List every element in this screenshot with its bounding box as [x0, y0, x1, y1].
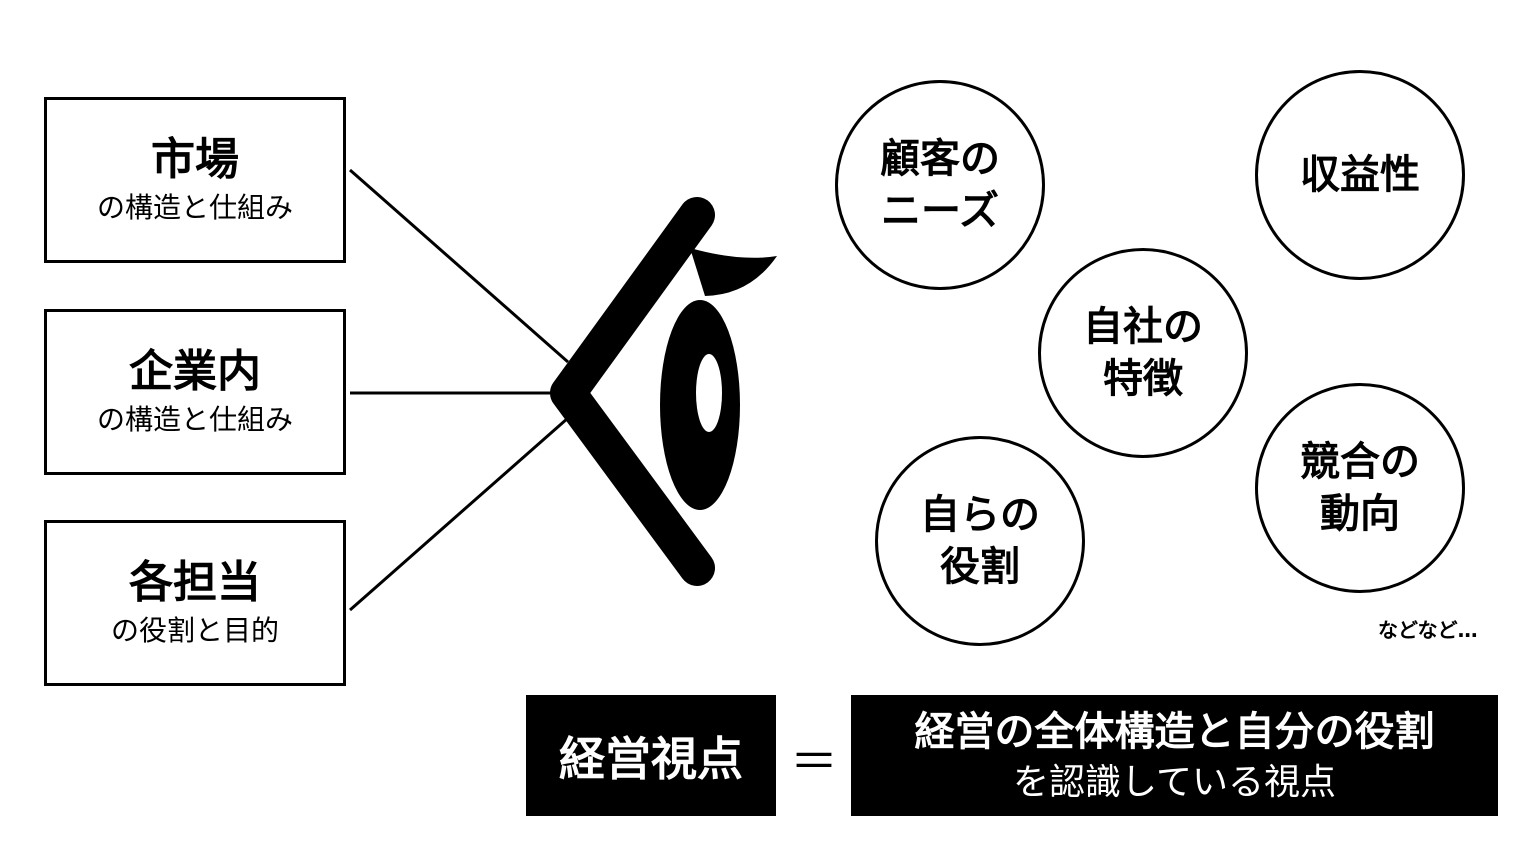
box-market: 市場 の構造と仕組み — [44, 97, 346, 263]
equals-sign: ＝ — [790, 734, 839, 790]
circle-text: ニーズ — [881, 188, 999, 234]
circle-text: 特徴 — [1103, 356, 1183, 402]
circle-text: 自社の — [1083, 304, 1203, 350]
connector-line-roles — [349, 416, 569, 612]
box-roles: 各担当 の役割と目的 — [44, 520, 346, 686]
box-subtitle: の構造と仕組み — [96, 191, 293, 224]
circle-competitor-trends: 競合の 動向 — [1255, 383, 1465, 593]
connector-line-market — [349, 168, 569, 364]
box-subtitle: の役割と目的 — [110, 614, 279, 647]
circle-text: 自らの — [920, 492, 1040, 538]
definition-line-1: 経営の全体構造と自分の役割 — [914, 708, 1435, 755]
circle-text: 収益性 — [1300, 152, 1420, 198]
box-company: 企業内 の構造と仕組み — [44, 309, 346, 475]
circle-text: 動向 — [1320, 491, 1400, 537]
management-perspective-label: 経営視点 — [526, 695, 776, 816]
circle-own-role: 自らの 役割 — [875, 436, 1085, 646]
box-title: 各担当 — [129, 557, 261, 608]
box-subtitle: の構造と仕組み — [96, 403, 293, 436]
circle-text: 競合の — [1300, 439, 1420, 485]
circle-text: 役割 — [940, 544, 1020, 590]
circle-customer-needs: 顧客の ニーズ — [835, 80, 1045, 290]
eye-icon — [550, 197, 777, 586]
definition-line-2: を認識している視点 — [1013, 761, 1336, 803]
circle-text: 顧客の — [880, 136, 1000, 182]
box-title: 市場 — [151, 134, 239, 185]
circle-company-features: 自社の 特徴 — [1038, 248, 1248, 458]
etc-note: などなど… — [1378, 618, 1478, 642]
definition-box: 経営の全体構造と自分の役割 を認識している視点 — [851, 695, 1498, 816]
box-title: 企業内 — [129, 346, 261, 397]
circle-profitability: 収益性 — [1255, 70, 1465, 280]
